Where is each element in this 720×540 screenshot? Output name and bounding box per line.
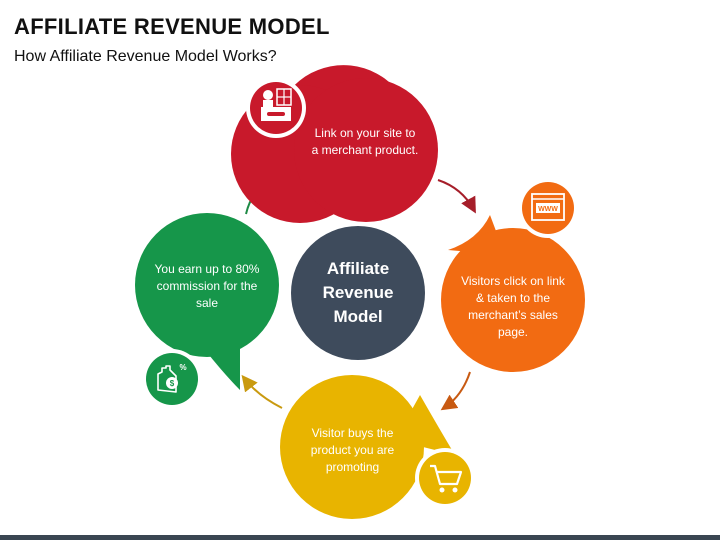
- merchant-store-icon: [246, 78, 306, 138]
- center-line-2: Revenue: [322, 283, 394, 302]
- center-label: Affiliate Revenue Model: [300, 248, 416, 338]
- arrow-red-to-orange: [437, 179, 476, 214]
- arrow-orange-to-yellow: [440, 371, 471, 411]
- step-1-bubble: [231, 65, 438, 223]
- arrow-yellow-to-green: [241, 374, 283, 409]
- step-4-text: You earn up to 80% commission for the sa…: [154, 261, 260, 310]
- center-line-1: Affiliate: [326, 259, 390, 278]
- www-icon-label: WWW: [538, 206, 558, 213]
- step-1-text: Link on your site to a merchant product.: [311, 126, 419, 157]
- step-4-bubble: [135, 213, 279, 390]
- hand-coin-commission-icon: $ %: [142, 349, 202, 409]
- dollar-sign: $: [170, 379, 175, 388]
- center-circle: [291, 226, 425, 360]
- bottom-bar: [0, 535, 720, 540]
- percent-sign: %: [179, 363, 186, 372]
- shopping-cart-icon: [415, 448, 475, 508]
- step-2-bubble: [441, 215, 585, 372]
- www-browser-icon: WWW: [518, 178, 578, 238]
- center-line-3: Model: [333, 307, 383, 326]
- page-subtitle: How Affiliate Revenue Model Works?: [14, 48, 277, 65]
- step-3-bubble: [280, 375, 455, 519]
- step-2-text: Visitors click on link & taken to the me…: [461, 274, 565, 339]
- page-title: AFFILIATE REVENUE MODEL: [14, 14, 330, 39]
- step-3-text: Visitor buys the product you are promoti…: [310, 426, 395, 474]
